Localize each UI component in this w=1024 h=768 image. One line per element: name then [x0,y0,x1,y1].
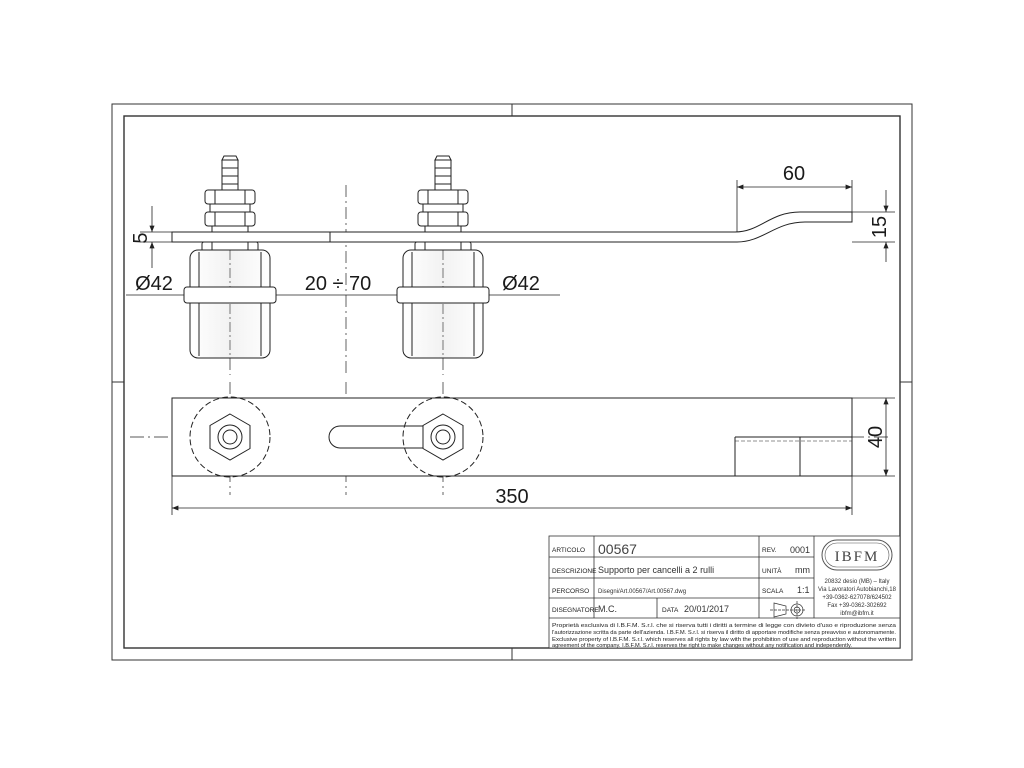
tb-note-line2: l'autorizzazione scritta da parte dell'a… [552,630,896,636]
tb-address-line2: Via Lavoratori Autobianchi,18 [818,587,897,593]
tb-address-line4: Fax +39-0362-302692 [827,603,887,609]
tb-data-value: 20/01/2017 [684,604,729,614]
tb-scala-label: SCALA [762,588,784,595]
dim-roller-diameter-left: Ø42 [135,273,173,295]
dim-top-length: 60 [783,163,805,185]
tb-percorso-label: PERCORSO [552,588,589,595]
tb-percorso-value: Disegni/Art.00567/Art.00567.dwg [598,589,686,595]
sheet-frame [111,103,913,661]
dim-roller-diameter-right: Ø42 [502,273,540,295]
tb-rev-value: 0001 [790,545,810,555]
company-logo: IBFM [821,539,893,571]
dim-roller-spacing: 20 ÷ 70 [305,273,372,295]
side-view-dimensions [126,180,895,296]
tb-rev-label: REV. [762,547,777,554]
tb-address-line3: +39-0362-627078/624502 [822,595,892,601]
tb-descrizione-label: DESCRIZIONE [552,568,597,575]
tb-descrizione-value: Supporto per cancelli a 2 rulli [598,565,714,575]
projection-symbol-icon [770,601,806,619]
dim-total-length: 350 [495,486,528,508]
plan-view [130,382,890,495]
title-block: ARTICOLO 00567 REV. 0001 DESCRIZIONE Sup… [548,535,901,649]
side-view [171,160,853,375]
tb-note-line4: agreement of the company. I.B.F.M. S.r.l… [552,643,852,649]
dim-offset-height: 15 [869,216,891,238]
tb-unita-value: mm [795,565,810,575]
tb-data-label: DATA [662,607,679,614]
side-view-dimension-texts: 60 5 15 Ø42 20 ÷ 70 Ø42 [130,163,891,295]
dim-plate-width: 40 [865,426,887,448]
roller-assembly-right [396,155,490,359]
tb-disegnatore-value: M.C. [598,604,617,614]
tb-note-line3: Exclusive property of I.B.F.M. S.r.l. wh… [552,637,896,643]
roller-assembly-left [183,155,277,359]
logo-text: IBFM [835,549,880,565]
plan-view-dimension-texts: 40 350 [495,426,887,508]
tb-unita-label: UNITÀ [762,566,782,575]
plan-view-dimensions [171,397,895,515]
tb-scala-value: 1:1 [797,585,810,595]
tb-address-line5: ibfm@ibfm.it [840,611,874,617]
tb-address-line1: 20832 desio (MB) – Italy [824,579,889,585]
tb-articolo-label: ARTICOLO [552,547,585,554]
tb-disegnatore-label: DISEGNATORE [552,607,599,614]
plate-side-outline [171,211,853,243]
dim-plate-thickness: 5 [130,232,152,243]
tb-articolo-value: 00567 [598,541,637,557]
tb-note-line1: Proprietà esclusiva di I.B.F.M. S.r.l. c… [552,623,897,629]
